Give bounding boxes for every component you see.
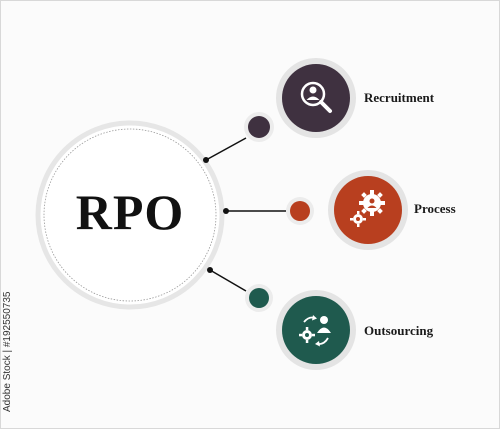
dot-process <box>286 197 314 225</box>
center-label: RPO <box>75 184 185 240</box>
connector-process <box>223 208 286 214</box>
dot-outsourcing <box>245 284 273 312</box>
stock-id-stamp: Adobe Stock | #192550735 <box>2 291 13 412</box>
exchange-person-gear-icon <box>299 315 331 347</box>
gears-person-icon <box>350 190 385 227</box>
connector-recruitment <box>203 137 247 163</box>
item-label-process: Process <box>414 201 456 216</box>
magnifier-person-icon <box>300 81 332 113</box>
icon-circle-outsourcing <box>276 290 356 370</box>
connector-outsourcing <box>207 267 247 292</box>
item-label-recruitment: Recruitment <box>364 90 435 105</box>
dot-recruitment <box>244 112 274 142</box>
item-label-outsourcing: Outsourcing <box>364 323 434 338</box>
center-circle-inner <box>43 128 217 302</box>
